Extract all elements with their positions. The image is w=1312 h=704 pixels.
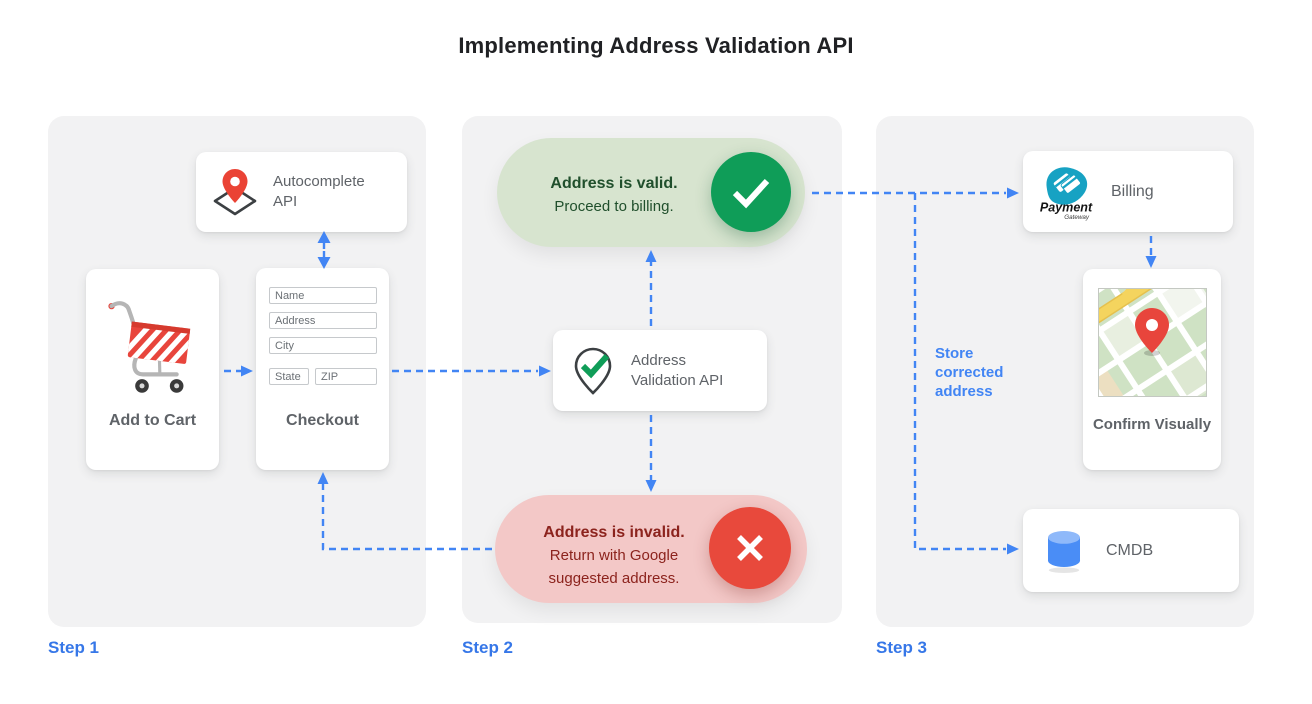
address-valid-title: Address is valid. bbox=[550, 175, 678, 192]
address-valid-subtitle: Proceed to billing. bbox=[554, 198, 674, 215]
step3-label: Step 3 bbox=[876, 638, 928, 657]
confirm-visually-label: Confirm Visually bbox=[1092, 416, 1212, 433]
address-valid-text: Address is valid. Proceed to billing. bbox=[514, 172, 714, 218]
address-validation-api-node: Address Validation API bbox=[553, 330, 767, 411]
add-to-cart-label: Add to Cart bbox=[108, 412, 197, 429]
autocomplete-api-label: Autocomplete API bbox=[273, 173, 365, 210]
valid-check-icon bbox=[711, 152, 791, 232]
map-thumbnail bbox=[1002, 207, 1289, 482]
confirm-visually-node: Confirm Visually bbox=[1002, 207, 1289, 482]
payment-logo-title: Payment bbox=[1040, 200, 1093, 214]
name-field: Name bbox=[269, 287, 377, 304]
cmdb-node: CMDB bbox=[1023, 509, 1239, 592]
invalid-x-icon bbox=[709, 507, 791, 589]
city-field: City bbox=[269, 337, 377, 354]
page-title: Implementing Address Validation API bbox=[458, 33, 854, 58]
checkout-node: Name Address City State ZIP Checkout bbox=[256, 268, 389, 470]
address-invalid-title: Address is invalid. bbox=[543, 524, 685, 541]
address-invalid-subtitle: Return with Google suggested address. bbox=[548, 547, 680, 587]
autocomplete-api-node: Autocomplete API bbox=[196, 152, 407, 232]
store-corrected-address-annotation: Store corrected address bbox=[935, 345, 1004, 400]
cmdb-label: CMDB bbox=[1106, 541, 1154, 559]
state-field: State bbox=[269, 368, 309, 385]
database-icon bbox=[1040, 525, 1088, 577]
payment-logo-subtitle: Gateway bbox=[1064, 214, 1090, 221]
add-to-cart-node: Add to Cart bbox=[86, 269, 219, 470]
zip-field: ZIP bbox=[315, 368, 377, 385]
address-validation-api-label: Address Validation API bbox=[631, 351, 724, 389]
map-pin-check-icon bbox=[567, 345, 619, 397]
step2-label: Step 2 bbox=[462, 638, 514, 657]
checkout-label: Checkout bbox=[286, 412, 359, 429]
shopping-cart-icon bbox=[100, 291, 205, 401]
map-pin-diamond-icon bbox=[209, 166, 261, 218]
payment-gateway-logo: Payment Gateway bbox=[1037, 161, 1095, 223]
billing-node: Payment Gateway Billing bbox=[1023, 151, 1233, 232]
address-invalid-text: Address is invalid. Return with Google s… bbox=[514, 521, 714, 590]
billing-label: Billing bbox=[1111, 182, 1154, 200]
step1-label: Step 1 bbox=[48, 638, 100, 657]
address-field: Address bbox=[269, 312, 377, 329]
